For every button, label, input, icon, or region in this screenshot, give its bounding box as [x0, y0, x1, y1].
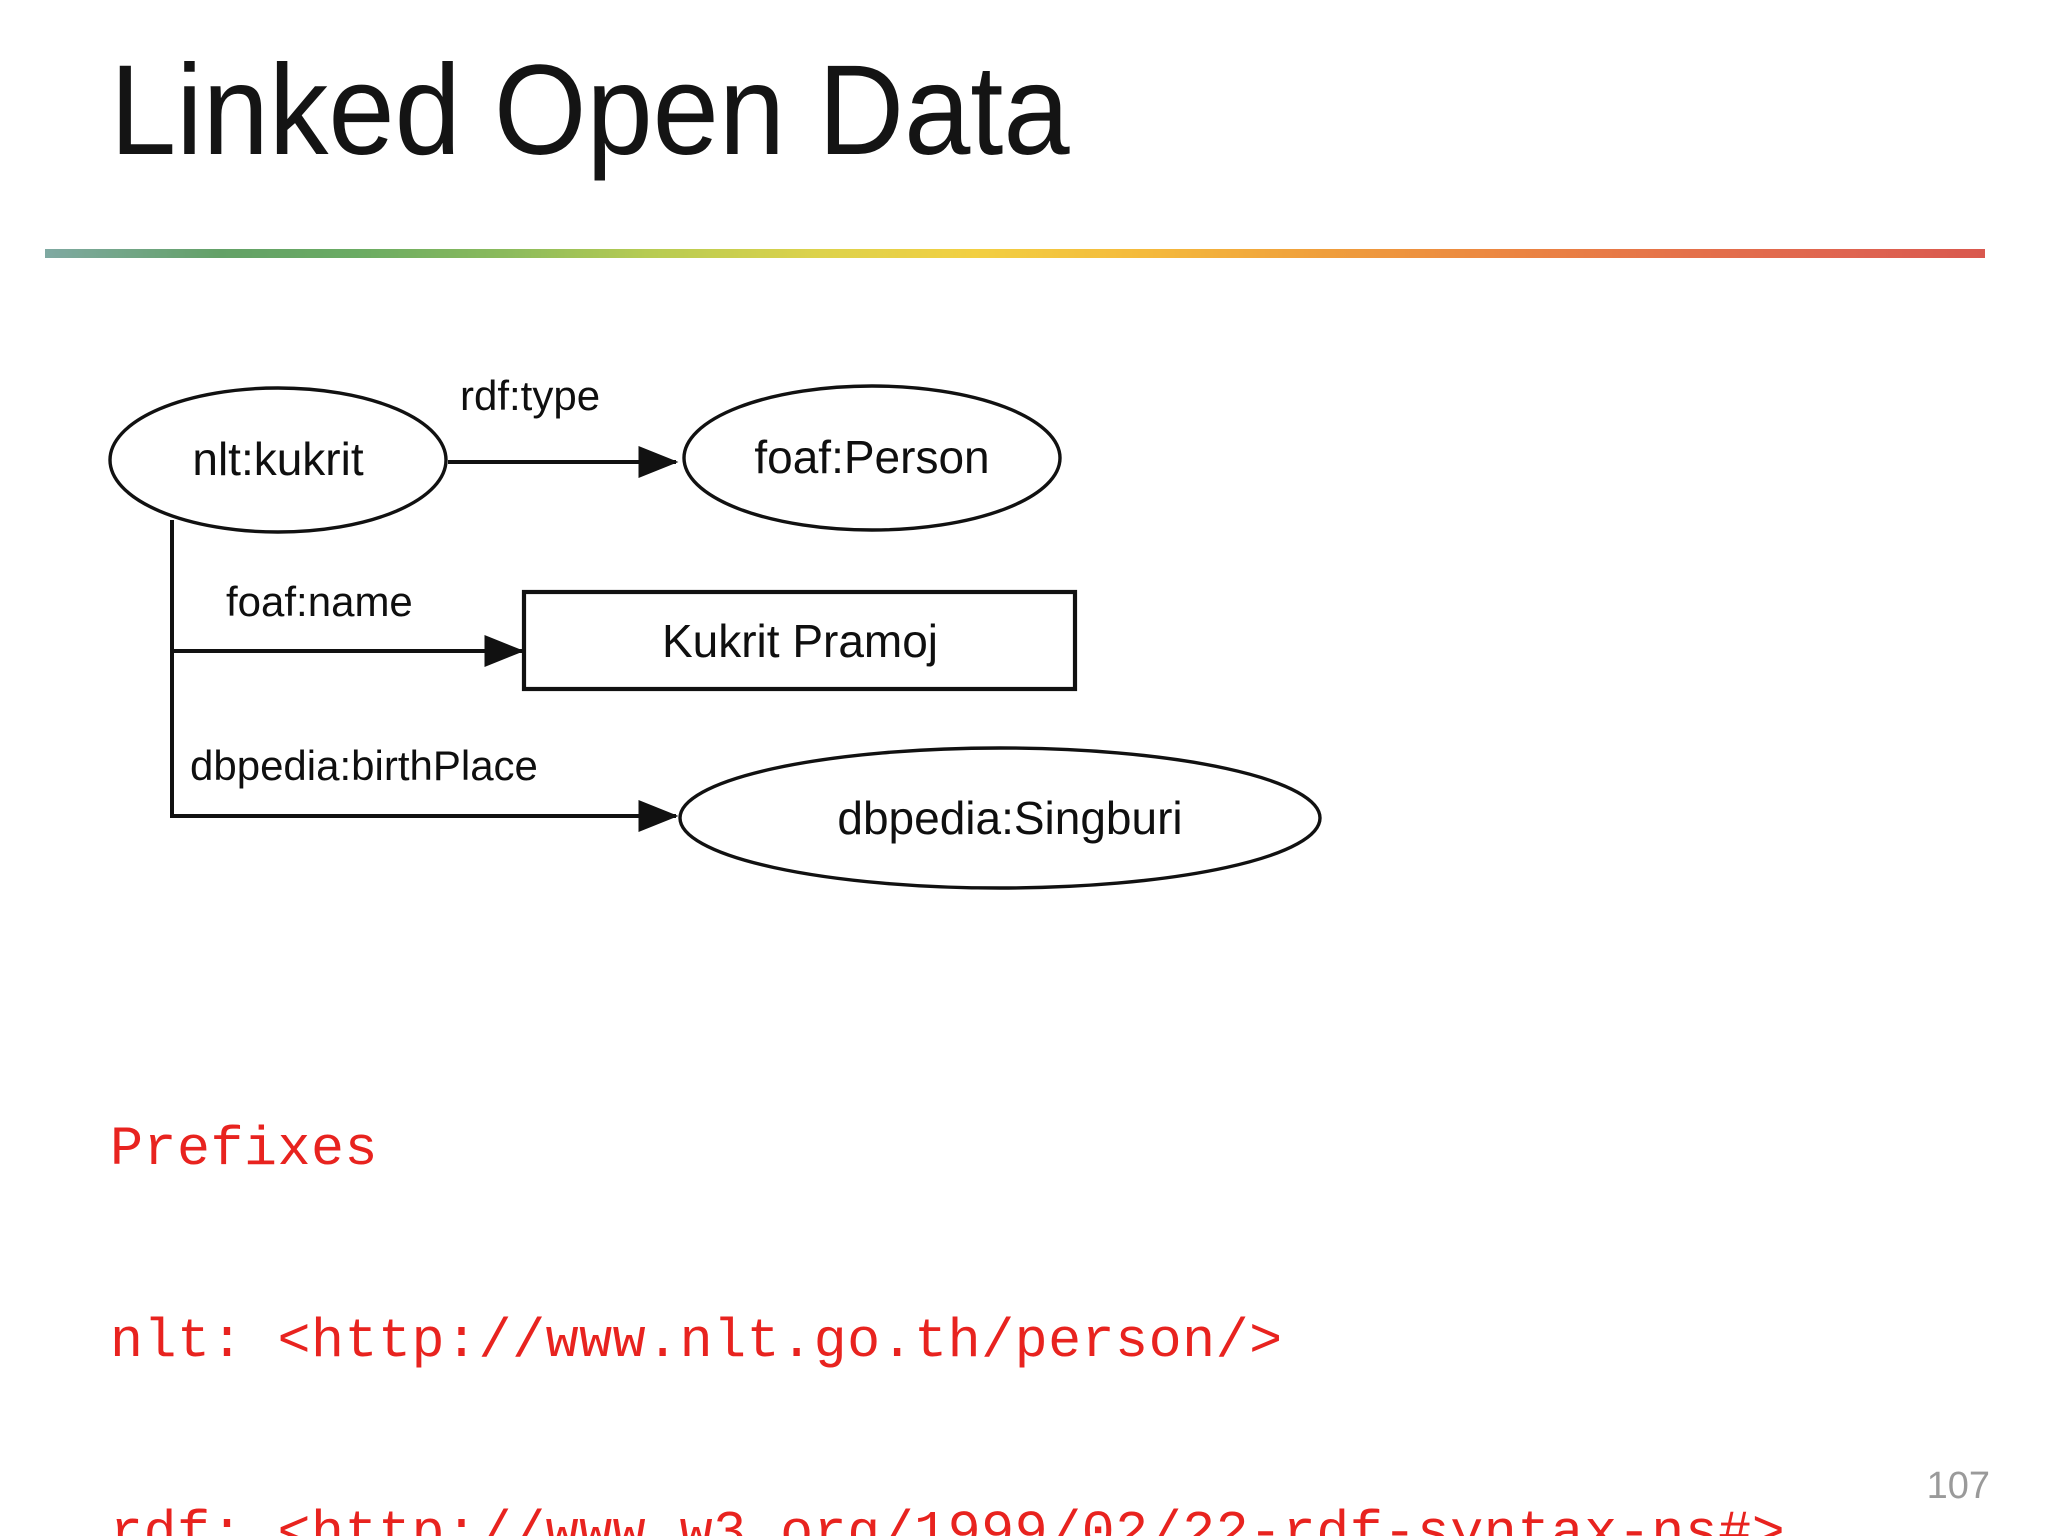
edge-label-rdf-type: rdf:type: [460, 372, 600, 419]
edge-foaf-name-line: [170, 520, 525, 667]
node-subject[interactable]: [108, 386, 448, 534]
prefix-line-nlt: nlt: <http://www.nlt.go.th/person/>: [110, 1310, 1283, 1373]
node-dbpedia-singburi-label: dbpedia:Singburi: [837, 792, 1182, 844]
node-dbpedia-singburi[interactable]: [678, 746, 1322, 890]
edge-label-dbpedia-birthplace: dbpedia:birthPlace: [190, 742, 538, 789]
node-subject-label: nlt:kukrit: [192, 433, 363, 485]
edge-dbpedia-birthplace-line: [170, 651, 679, 832]
prefixes-code-block: Prefixes nlt: <http://www.nlt.go.th/pers…: [110, 990, 1919, 1536]
title-divider: [45, 249, 1985, 258]
node-literal-name-label: Kukrit Pramoj: [662, 615, 938, 667]
prefixes-heading: Prefixes: [110, 1118, 379, 1181]
node-foaf-person-label: foaf:Person: [754, 431, 989, 483]
node-foaf-person[interactable]: [682, 384, 1062, 532]
page-title: Linked Open Data: [110, 39, 1070, 182]
edge-label-foaf-name: foaf:name: [226, 578, 413, 625]
page-number: 107: [1926, 1465, 1990, 1507]
prefix-line-rdf: rdf: <http://www.w3.org/1999/02/22-rdf-s…: [110, 1502, 1786, 1536]
node-literal-name[interactable]: [521, 589, 1078, 692]
